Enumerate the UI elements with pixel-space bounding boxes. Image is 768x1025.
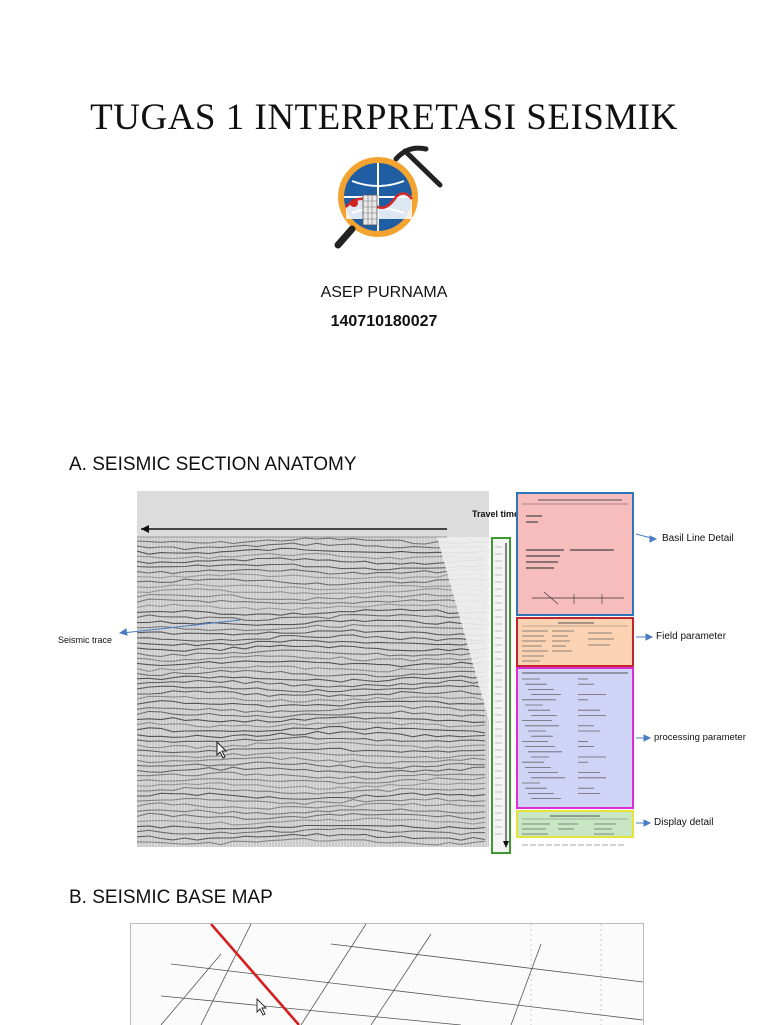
processing-parameter-box: [516, 667, 634, 809]
author-name: ASEP PURNAMA: [0, 284, 768, 302]
section-a-heading: A. SEISMIC SECTION ANATOMY: [69, 454, 357, 476]
seismic-trace-label: Seismic trace: [58, 635, 112, 645]
field-parameter-box: [516, 617, 634, 667]
basic-line-detail-label: Basil Line Detail: [662, 533, 734, 544]
seismic-base-map-image: [130, 923, 644, 1025]
page-title: TUGAS 1 INTERPRETASI SEISMIK: [0, 96, 768, 139]
author-student-id: 140710180027: [0, 313, 768, 331]
display-detail-label: Display detail: [654, 817, 713, 828]
field-parameter-label: Field parameter: [656, 631, 726, 642]
section-b-heading: B. SEISMIC BASE MAP: [69, 887, 273, 909]
footer-strip: [516, 840, 634, 850]
seismic-section-image: [137, 491, 489, 847]
logo-icon: [330, 145, 445, 253]
processing-parameter-label: processing parameter: [654, 732, 746, 743]
travel-time-label: Travel time: [472, 509, 519, 519]
display-detail-box: [516, 810, 634, 838]
travel-time-axis: [491, 537, 511, 854]
basic-line-detail-box: [516, 492, 634, 616]
mouse-cursor-icon: [216, 741, 228, 759]
